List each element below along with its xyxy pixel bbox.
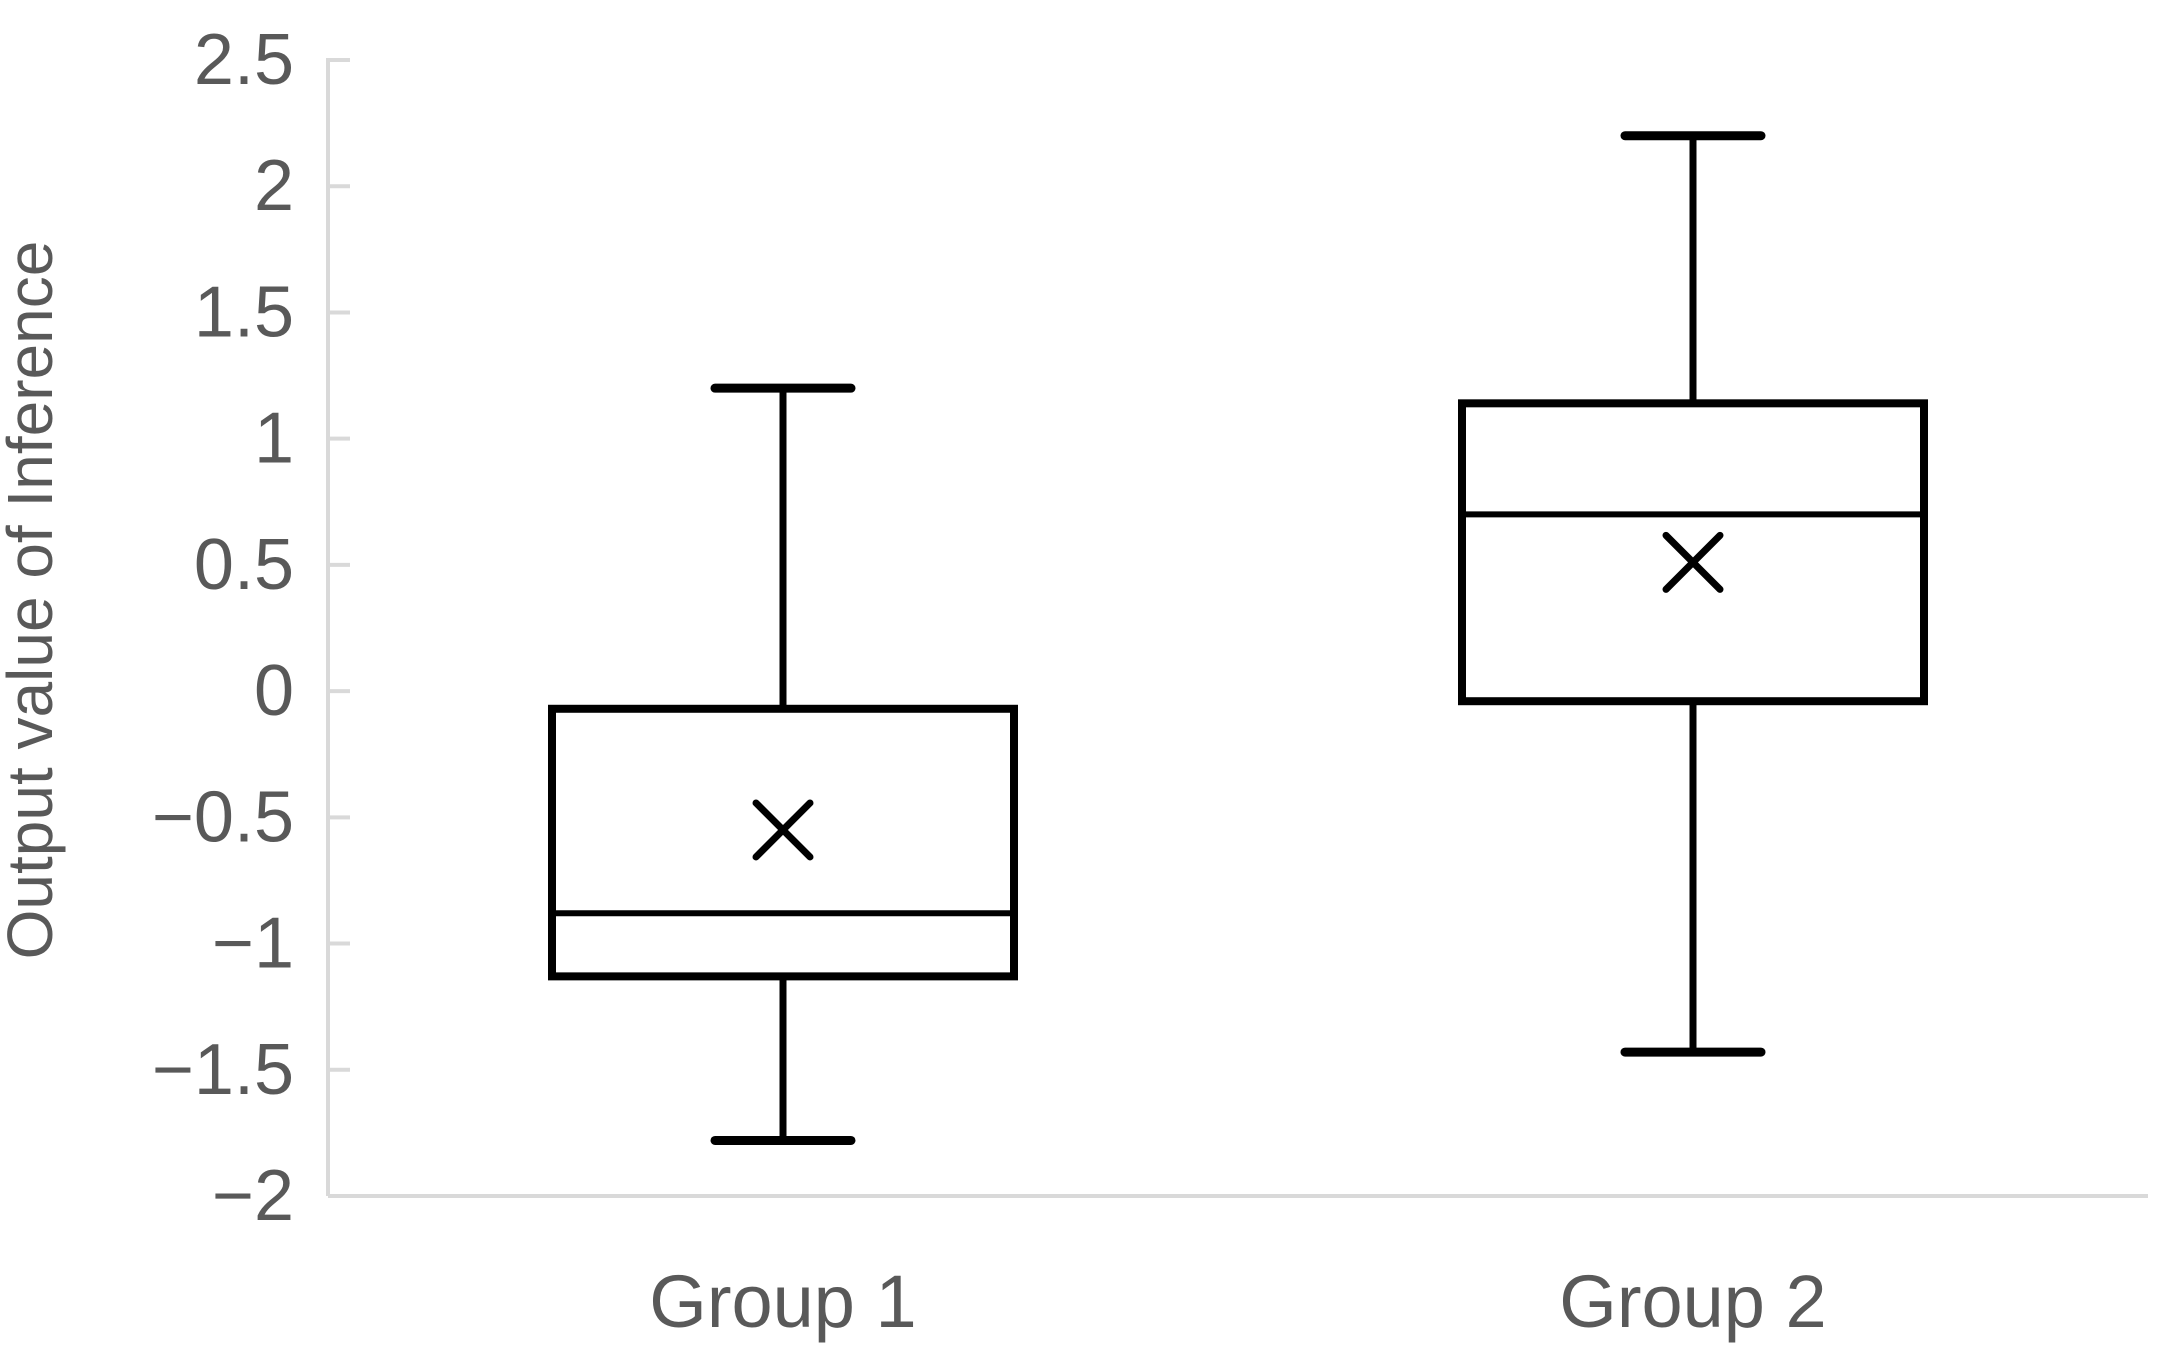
box-rect [548, 704, 1018, 981]
y-tick-label: 2.5 [194, 20, 294, 100]
category-label-2: Group 2 [1559, 1260, 1826, 1343]
y-tick-label: 2 [254, 146, 294, 226]
y-tick-label: 0 [254, 651, 294, 731]
y-axis-title: Output value of Inference [0, 241, 66, 960]
mean-x-marker [752, 799, 814, 861]
y-tick-label: 1 [254, 399, 294, 479]
y-tick-label: −1.5 [152, 1030, 294, 1110]
box-group-1 [548, 383, 1018, 1145]
box-group-2 [1458, 131, 1928, 1057]
mean-x-stroke [1662, 531, 1724, 593]
category-label-1: Group 1 [649, 1260, 916, 1343]
mean-x-stroke [752, 799, 814, 861]
y-tick-label: −1 [212, 904, 294, 984]
box-rect [1458, 399, 1928, 706]
mean-x-marker [1662, 531, 1724, 593]
y-tick-label: −2 [212, 1156, 294, 1236]
y-tick-label: 0.5 [194, 525, 294, 605]
y-tick-label: −0.5 [152, 777, 294, 857]
y-tick-label: 1.5 [194, 272, 294, 352]
